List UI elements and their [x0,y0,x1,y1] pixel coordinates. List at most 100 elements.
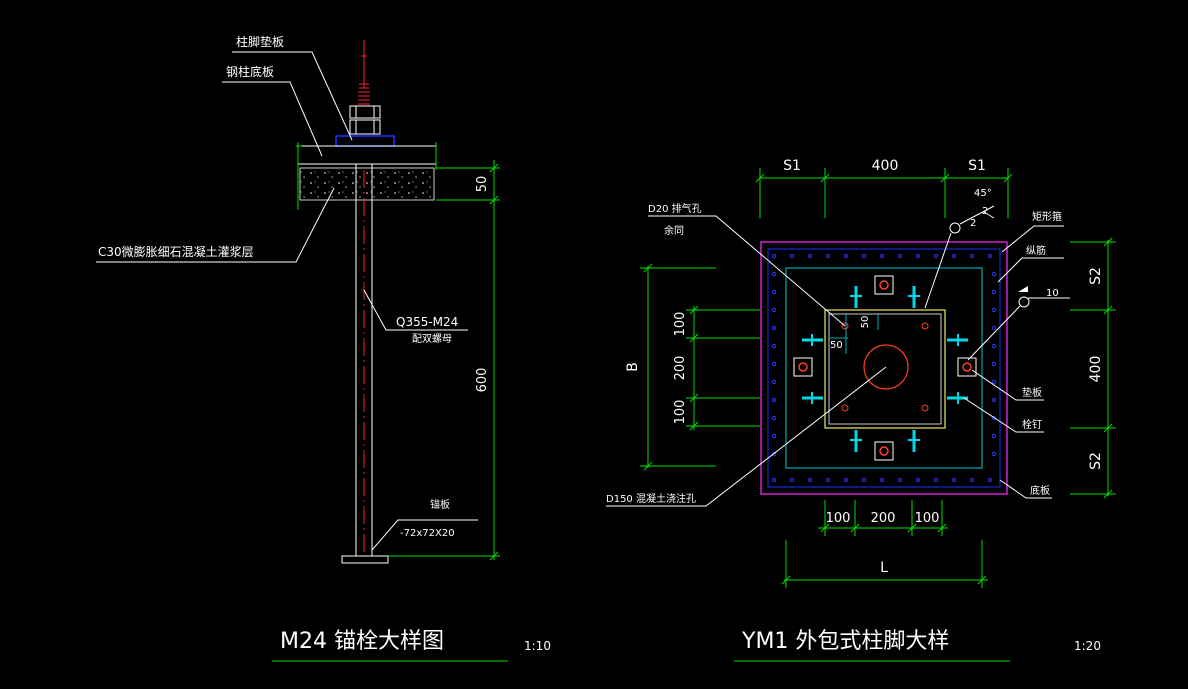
anchor-bolt-detail: 50 600 柱脚垫板 钢柱底板 C30微膨胀细石混凝土灌浆层 Q355-M24… [96,34,551,662]
dim-left-b: B [625,362,641,372]
rebar-dot [991,271,997,277]
anchor-bolt-washers [793,275,977,461]
rebar-dot [771,307,777,313]
rebar-dot [991,397,997,403]
double-nut [349,105,381,135]
rebar-dot [771,343,777,349]
label-grout: C30微膨胀细石混凝土灌浆层 [98,244,254,259]
label-base-plate-right: 底板 [1030,484,1050,497]
rebar-dot [915,253,921,259]
anchor-plate [341,555,389,564]
leader-bolt: Q355-M24 配双螺母 [363,289,468,345]
rebar-dot [789,253,795,259]
steel-column-inner [828,313,942,425]
rebar-dot [771,451,777,457]
leader-grout: C30微膨胀细石混凝土灌浆层 [96,187,335,263]
leader-weld-10: 10 [967,286,1070,361]
rebar-dot [991,415,997,421]
rebar-dot [915,477,921,483]
leader-pour-hole: D150 混凝土浇注孔 [606,366,887,507]
rebar-dot [991,379,997,385]
dim-bottom: 100 200 100 L [781,500,988,588]
rebar-dot [771,379,777,385]
rebar-dot [991,361,997,367]
dim-top: S1 400 S1 [755,158,1013,218]
rebar-dot [991,343,997,349]
rebar-boundary [767,248,1001,488]
rebar-dot [825,477,831,483]
vent-holes [841,322,929,412]
dim-text-50: 50 [475,176,490,193]
dim-right: S2 400 S2 [1070,237,1116,499]
rebar-dot [987,477,993,483]
rebar-dot [825,253,831,259]
rebar-dot [861,477,867,483]
dim-bottom-l: L [880,560,888,576]
rebar-dot [969,253,975,259]
label-vent-hole: D20 排气孔 [648,202,702,215]
rebar-dot [951,477,957,483]
label-stud: 栓钉 [1022,418,1042,431]
rebar-dot [771,415,777,421]
leader-vent-hole: D20 排气孔 余同 [648,202,846,327]
label-anchor-plate: 锚板 [430,498,450,511]
dim-left: B 100 200 100 [625,263,760,471]
leader-longitudinal-bar: 纵筋 [997,244,1064,283]
label-bolt-sub: 配双螺母 [412,333,452,345]
label-anchor-plate-size: -72x72X20 [400,528,455,539]
label-base-plate: 钢柱底板 [226,64,274,79]
dim-top-400: 400 [872,158,899,174]
dim-left-100-top: 100 [673,312,688,337]
rebar-dot [951,253,957,259]
leader-rect-hoop: 矩形箍 [1001,210,1064,253]
label-rect-hoop: 矩形箍 [1032,210,1062,223]
dim-top-s1-left: S1 [783,158,801,174]
label-washer: 垫板 [1022,386,1042,399]
dim-left-100-bottom: 100 [673,400,688,425]
rebar-dot [843,477,849,483]
leader-washer: 垫板 [971,369,1044,401]
leader-base-plate: 钢柱底板 [222,64,323,157]
rebar-dot [771,271,777,277]
leader-stud: 栓钉 [963,397,1044,433]
title-anchor-bolt: M24 锚栓大样图 [280,629,444,654]
label-longitudinal-bar: 纵筋 [1026,244,1046,257]
rebar-dot [789,477,795,483]
pour-hole [863,344,909,390]
title-column-base: YM1 外包式柱脚大样 [741,629,949,654]
leader-anchor-plate: 锚板 -72x72X20 [371,498,478,551]
label-pour-hole: D150 混凝土浇注孔 [606,492,696,505]
rebar-dot [861,253,867,259]
rebar-dot [771,433,777,439]
rebar-dot [897,253,903,259]
offset-dims: 50 50 [829,314,879,354]
label-weld-size2: 2 [970,218,976,229]
dim-bottom-100-left: 100 [826,511,851,526]
rebar-dot [987,253,993,259]
label-pad-plate: 柱脚垫板 [236,34,284,49]
rebar-dot [991,307,997,313]
rebar-dot [897,477,903,483]
label-offset-b: 50 [860,316,871,329]
dim-left-200: 200 [673,356,688,381]
dim-top-s1-right: S1 [968,158,986,174]
rebar-dot [991,289,997,295]
rebar-dot [933,477,939,483]
inner-encasement [785,267,983,469]
weld-symbol-top: 45° 2 2 [924,188,995,309]
scale-anchor-bolt: 1:10 [524,639,551,653]
label-vent-hole-sub: 余同 [664,224,684,237]
dim-bottom-100-right: 100 [915,511,940,526]
dim-right-s2-top: S2 [1088,267,1104,285]
rebar-dot [771,253,777,259]
label-offset-a: 50 [830,340,843,351]
rebar-dot [771,477,777,483]
label-angle: 45° [974,188,992,199]
dim-right-s2-bottom: S2 [1088,452,1104,470]
rebar-dot [771,397,777,403]
rebar-dot [807,253,813,259]
studs [802,286,968,452]
label-bolt: Q355-M24 [396,315,458,329]
dim-bottom-200: 200 [871,511,896,526]
